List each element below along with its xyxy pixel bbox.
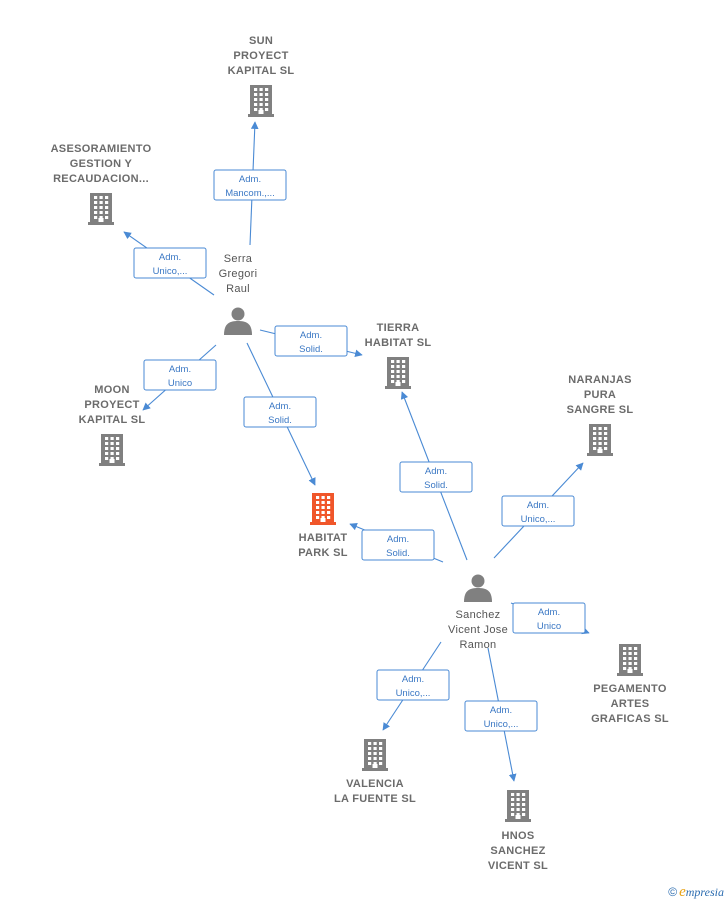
node-label-moon: KAPITAL SL [79,414,146,426]
node-sun[interactable]: SUN PROYECT KAPITAL SL [228,35,295,117]
role-badge-text: Unico [537,621,561,632]
node-label-naranjas: NARANJAS [568,374,632,386]
node-label-serra: Gregori [219,268,258,280]
role-badge-text: Adm. [239,174,261,185]
node-tierra[interactable]: TIERRA HABITAT SL [365,322,432,389]
person-icon [224,307,252,335]
nodes-layer: SUN PROYECT KAPITAL SL ASESORAMIENTO GESTION… [51,35,669,872]
role-badge-text: Solid. [268,415,292,426]
node-label-sanchez: Vicent Jose [448,624,508,636]
building-icon [505,790,531,822]
role-badge-text: Solid. [386,548,410,559]
role-badge-text: Solid. [299,344,323,355]
person-icon [464,574,492,602]
role-badge-text: Adm. [159,252,181,263]
node-label-tierra: TIERRA [377,322,420,334]
role-badge-text: Mancom.,... [225,188,275,199]
role-badge-sanchez-tierra[interactable]: Adm. Solid. [399,461,473,493]
node-label-tierra: HABITAT SL [365,337,432,349]
brand-name: mpresia [685,885,724,899]
role-badge-text: Unico,... [153,266,188,277]
role-badge-text: Adm. [169,364,191,375]
badges-layer: Adm.Mancom.,...Adm.Unico,...Adm.UnicoAdm… [133,169,586,732]
node-label-habitat: PARK SL [298,547,348,559]
role-badge-sanchez-pegamento[interactable]: Adm. Unico [512,602,586,634]
node-label-hnos: HNOS [502,830,535,842]
role-badge-serra-sun[interactable]: Adm. Mancom.,... [213,169,287,201]
role-badge-text: Adm. [402,674,424,685]
node-label-sun: SUN [249,35,273,47]
building-icon [587,424,613,456]
role-badge-sanchez-valencia[interactable]: Adm. Unico,... [376,669,450,701]
role-badge-sanchez-naranjas[interactable]: Adm. Unico,... [501,495,575,527]
role-badge-text: Adm. [490,705,512,716]
node-hnos[interactable]: HNOS SANCHEZ VICENT SL [488,790,548,872]
role-badge-serra-ases[interactable]: Adm. Unico,... [133,247,207,279]
role-badge-serra-tierra[interactable]: Adm. Solid. [274,325,348,357]
role-badge-serra-habitat[interactable]: Adm. Solid. [243,396,317,428]
building-icon [310,493,336,525]
node-naranjas[interactable]: NARANJAS PURA SANGRE SL [567,374,634,456]
role-badge-text: Adm. [300,330,322,341]
role-badge-sanchez-hnos[interactable]: Adm. Unico,... [464,700,538,732]
node-label-pegamento: PEGAMENTO [593,683,667,695]
node-label-naranjas: PURA [584,389,616,401]
building-icon [99,434,125,466]
role-badge-serra-moon[interactable]: Adm. Unico [143,359,217,391]
node-label-moon: PROYECT [84,399,139,411]
role-badge-text: Unico,... [396,688,431,699]
role-badge-text: Adm. [425,466,447,477]
building-icon [248,85,274,117]
node-label-pegamento: ARTES [611,698,650,710]
role-badge-text: Adm. [527,500,549,511]
empresia-watermark[interactable]: ©empresia [668,884,724,901]
role-badge-text: Adm. [269,401,291,412]
node-label-habitat: HABITAT [299,532,348,544]
building-icon [385,357,411,389]
role-badge-text: Adm. [538,607,560,618]
node-label-sun: KAPITAL SL [228,65,295,77]
edges-layer [123,121,590,782]
node-habitat[interactable]: HABITAT PARK SL [298,493,348,559]
node-label-ases: RECAUDACION... [53,173,149,185]
role-badge-text: Adm. [387,534,409,545]
role-badge-text: Solid. [424,480,448,491]
role-badge-text: Unico,... [521,514,556,525]
building-icon [617,644,643,676]
role-badge-text: Unico [168,378,192,389]
node-label-hnos: SANCHEZ [490,845,545,857]
node-label-valencia: LA FUENTE SL [334,793,416,805]
node-label-valencia: VALENCIA [346,778,404,790]
node-ases[interactable]: ASESORAMIENTO GESTION Y RECAUDACION... [51,143,152,225]
node-label-pegamento: GRAFICAS SL [591,713,669,725]
role-badge-sanchez-habitat[interactable]: Adm. Solid. [361,529,435,561]
node-label-ases: GESTION Y [70,158,133,170]
node-label-serra: Serra [224,253,253,265]
copyright-symbol: © [668,885,678,899]
node-label-sanchez: Ramon [460,639,497,651]
node-moon[interactable]: MOON PROYECT KAPITAL SL [79,384,146,466]
node-pegamento[interactable]: PEGAMENTO ARTES GRAFICAS SL [591,644,669,725]
node-label-naranjas: SANGRE SL [567,404,634,416]
node-label-ases: ASESORAMIENTO [51,143,152,155]
node-label-sanchez: Sanchez [456,609,501,621]
node-valencia[interactable]: VALENCIA LA FUENTE SL [334,739,416,805]
node-label-moon: MOON [94,384,129,396]
brand-initial: e [679,884,686,900]
building-icon [362,739,388,771]
role-badge-text: Unico,... [484,719,519,730]
node-label-serra: Raul [226,283,250,295]
node-label-sun: PROYECT [233,50,288,62]
node-label-hnos: VICENT SL [488,860,548,872]
building-icon [88,193,114,225]
